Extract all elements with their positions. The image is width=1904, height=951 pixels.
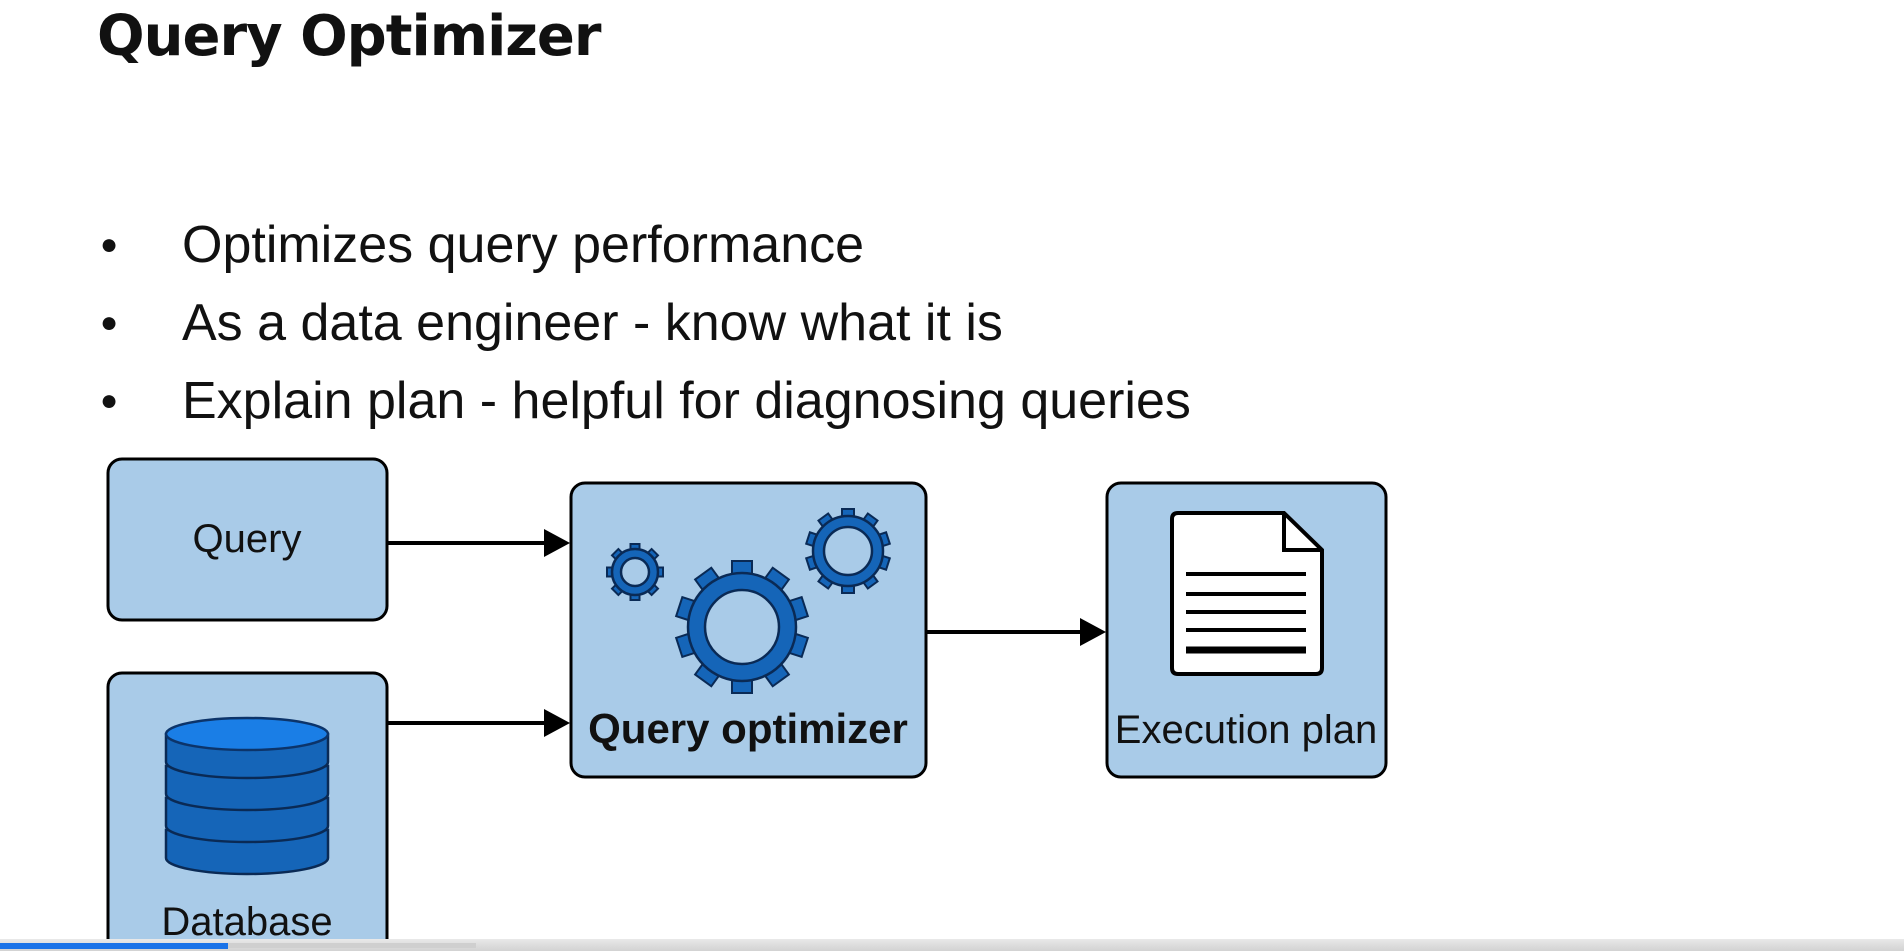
query-label: Query [193,517,302,561]
arrow-query-to-optimizer [387,529,570,557]
query-node: Query [106,457,389,622]
database-label: Database [161,900,332,944]
optimizer-label: Query optimizer [588,705,908,752]
execution-plan-node: Execution plan [1105,481,1388,779]
query-box [106,457,389,622]
video-progress-track[interactable] [0,939,1904,951]
database-icon [164,716,330,876]
arrow-optimizer-to-plan [926,618,1106,646]
video-buffer-bar [0,943,476,948]
bullet-item: Optimizes query performance [100,206,1191,284]
database-node: Database [106,671,389,951]
slide-title: Query Optimizer [97,4,601,69]
gears-icon [606,508,892,694]
bullet-item: Explain plan - helpful for diagnosing qu… [100,362,1191,440]
bullet-list: Optimizes query performance As a data en… [100,206,1191,440]
optimizer-node: Query optimizer [569,481,928,779]
document-icon [1170,511,1324,676]
video-progress-bar[interactable] [0,943,229,949]
bullet-item: As a data engineer - know what it is [100,284,1191,362]
execution-plan-label: Execution plan [1115,708,1377,752]
arrow-database-to-optimizer [387,709,570,737]
